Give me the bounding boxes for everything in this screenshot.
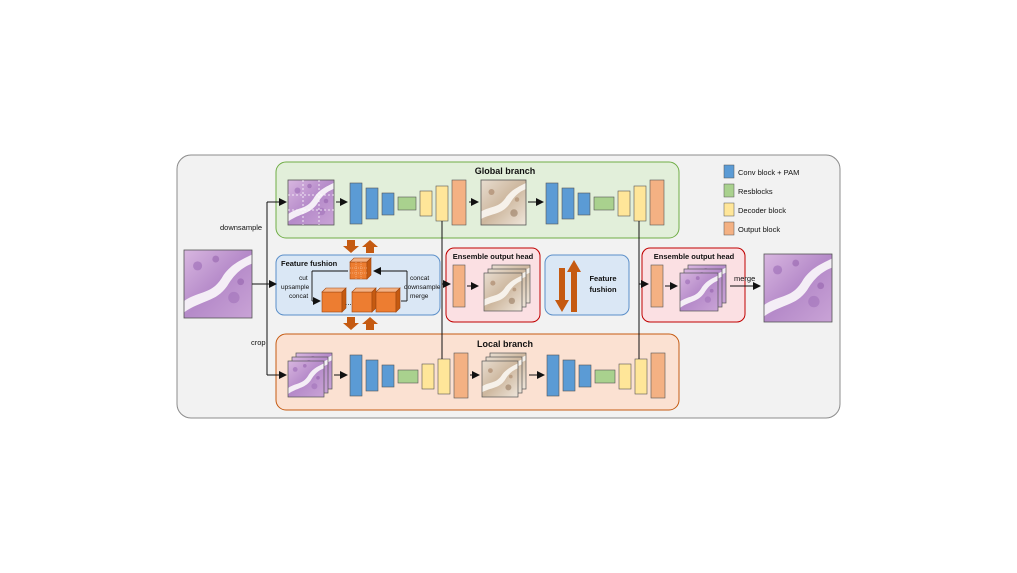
ensemble-output-block-1 [452, 264, 466, 308]
ff-concat-right-label: concat [410, 275, 429, 282]
ff-concat-left-label: concat [289, 293, 308, 300]
output-block [451, 179, 467, 226]
feature-cube-icon [375, 287, 401, 313]
ensemble-he-stack-2 [679, 264, 727, 312]
input-he-image [183, 249, 253, 319]
decoder-block [435, 185, 449, 222]
legend: Conv block + PAM Resblocks Decoder block… [723, 164, 799, 236]
output-block [650, 352, 666, 399]
legend-label-output: Output block [738, 225, 780, 234]
res-block [397, 196, 417, 211]
feature-fusion-small-label-2: fushion [589, 285, 616, 294]
feature-cube-icon [349, 257, 372, 280]
decoder-block [421, 363, 435, 390]
legend-label-res: Resblocks [738, 187, 773, 196]
legend-swatch-output [723, 221, 735, 236]
decoder-block [618, 363, 632, 390]
global-input-image [287, 179, 335, 226]
ensemble-output-block-2 [650, 264, 664, 308]
decoder-block [617, 190, 631, 217]
decoder-block [419, 190, 433, 217]
downsample-label: downsample [220, 223, 262, 232]
ensemble-ihc-stack-1 [483, 264, 531, 312]
local-input-stack [287, 352, 333, 398]
decoder-block [633, 185, 647, 222]
global-network-1 [349, 179, 467, 226]
conv-block [577, 192, 591, 216]
conv-block [561, 187, 575, 220]
ff-upsample-label: upsample [281, 284, 310, 291]
conv-block [349, 354, 363, 397]
feature-cube-icon [321, 287, 347, 313]
conv-block [562, 359, 576, 392]
conv-block [365, 187, 379, 220]
decoder-block [437, 358, 451, 395]
local-network-2 [546, 352, 666, 399]
conv-block [349, 182, 363, 225]
feature-cube-icon [351, 287, 377, 313]
res-block [593, 196, 615, 211]
conv-block [578, 364, 592, 388]
global-network-2 [545, 179, 665, 226]
legend-swatch-conv [723, 164, 735, 179]
local-branch-title: Local branch [477, 339, 533, 349]
conv-block [381, 364, 395, 388]
conv-block [365, 359, 379, 392]
local-network-1 [349, 352, 469, 399]
output-he-image [763, 253, 833, 323]
feature-fusion-small-label-1: Feature [589, 274, 616, 283]
routing-lines [252, 198, 287, 379]
feature-fusion-title: Feature fushion [281, 259, 338, 268]
merge-label: merge [734, 274, 755, 283]
legend-label-decoder: Decoder block [738, 206, 786, 215]
ff-merge-label: merge [410, 293, 429, 300]
res-block [594, 369, 616, 384]
output-block [649, 179, 665, 226]
global-mid-ihc-image [480, 179, 527, 226]
crop-label: crop [251, 338, 266, 347]
global-branch-title: Global branch [475, 166, 536, 176]
legend-swatch-decoder [723, 202, 735, 217]
legend-swatch-res [723, 183, 735, 198]
ensemble-head-title-2: Ensemble output head [654, 252, 735, 261]
decoder-block [634, 358, 648, 395]
ff-dots: ... [345, 298, 352, 307]
feature-fusion-flow-lines [311, 267, 408, 305]
orange-double-arrow-icon [343, 317, 378, 330]
ensemble-feed-lines [441, 221, 649, 359]
orange-double-arrow-icon [343, 240, 378, 253]
conv-block [381, 192, 395, 216]
orange-double-arrow-icon [555, 260, 581, 312]
conv-block [545, 182, 559, 225]
ensemble-head-title-1: Ensemble output head [453, 252, 534, 261]
ff-downsample-label: downsample [404, 284, 441, 291]
conv-block [546, 354, 560, 397]
ff-cut-label: cut [299, 275, 308, 282]
local-mid-ihc-stack [481, 352, 527, 398]
output-block [453, 352, 469, 399]
res-block [397, 369, 419, 384]
legend-label-conv: Conv block + PAM [738, 168, 799, 177]
